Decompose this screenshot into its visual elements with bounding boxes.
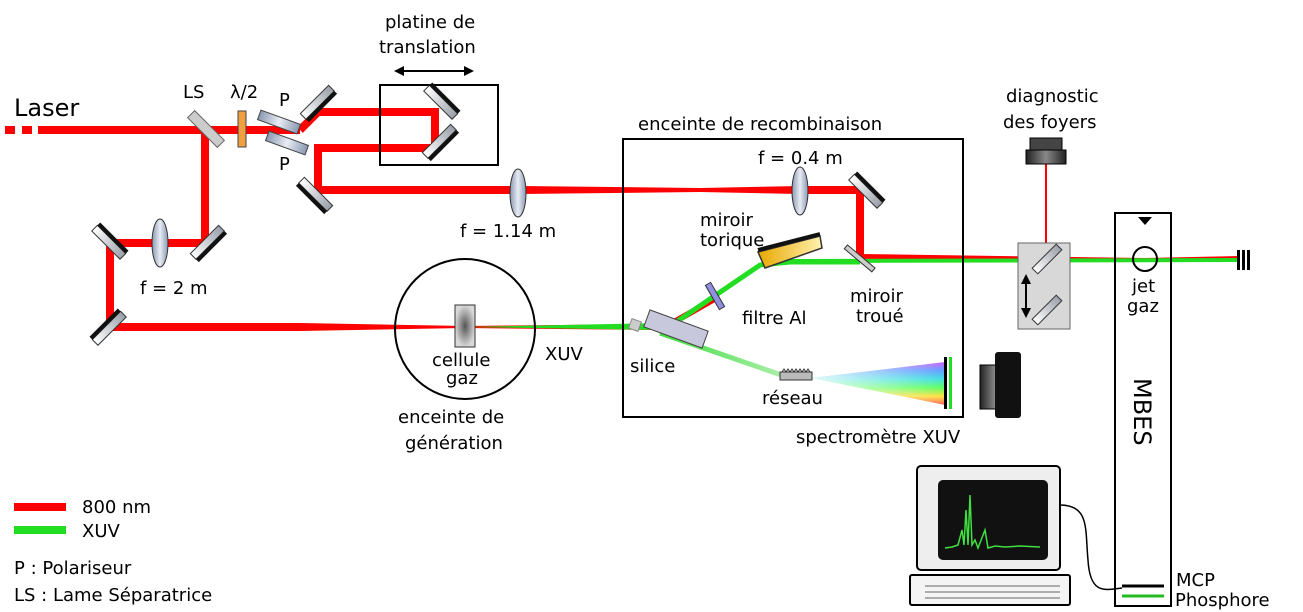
legend-polariser-def: P : Polariseur bbox=[14, 558, 132, 579]
polariser-top bbox=[256, 109, 302, 135]
lens-f-04m bbox=[791, 166, 809, 216]
label-laser: Laser bbox=[14, 94, 79, 122]
label-silica: silice bbox=[630, 356, 675, 377]
label-toroidal-1: miroir bbox=[700, 210, 754, 231]
label-f-2m: f = 2 m bbox=[140, 278, 208, 299]
label-generation-chamber-2: génération bbox=[405, 433, 503, 454]
xuv-detector-screen bbox=[944, 357, 947, 409]
label-mbes: MBES bbox=[1128, 378, 1156, 446]
label-diagnostic-1: diagnostic bbox=[1006, 86, 1099, 107]
legend-green-label: XUV bbox=[82, 521, 121, 542]
diagnostic-camera-lens bbox=[1029, 137, 1063, 151]
laser-dash bbox=[5, 126, 15, 134]
label-holed-mirror-1: miroir bbox=[850, 286, 904, 307]
beam-splitter-ls bbox=[186, 109, 226, 149]
mirror bbox=[299, 84, 338, 123]
label-generation-chamber-1: enceinte de bbox=[398, 407, 504, 428]
label-diagnostic-2: des foyers bbox=[1003, 112, 1096, 133]
label-xuv-beam: XUV bbox=[545, 344, 584, 365]
flip-mirror-1 bbox=[1031, 243, 1063, 275]
spectrum-fan-fade bbox=[812, 362, 945, 405]
beam-xuv-out bbox=[465, 323, 660, 330]
label-gas-jet-1: jet bbox=[1131, 276, 1155, 297]
gas-cell bbox=[454, 304, 476, 348]
mirror bbox=[89, 308, 127, 346]
mbes-jet-nozzle bbox=[1138, 217, 1152, 225]
mirror bbox=[421, 123, 460, 162]
screen-spectrum-trace bbox=[944, 494, 1041, 551]
generation-chamber bbox=[394, 258, 536, 400]
label-polariser-top: P bbox=[279, 90, 290, 111]
silica-small-plate bbox=[627, 317, 643, 333]
mirror bbox=[423, 82, 461, 120]
label-grating: réseau bbox=[762, 388, 823, 409]
silica-plate bbox=[643, 309, 709, 349]
flip-arrow bbox=[1021, 274, 1031, 318]
grating bbox=[779, 371, 813, 381]
lens-f-114m bbox=[509, 168, 527, 218]
lens-f-2m bbox=[151, 218, 169, 268]
label-half-wave: λ/2 bbox=[230, 82, 258, 103]
flip-mirror-2 bbox=[1031, 294, 1063, 326]
label-gas-cell-1: cellule bbox=[432, 350, 490, 371]
beam-delay-line bbox=[297, 108, 520, 194]
diagnostic-camera-body bbox=[1025, 149, 1067, 165]
label-holed-mirror-2: troué bbox=[856, 306, 904, 327]
gas-jet bbox=[1132, 246, 1158, 272]
polariser-bottom bbox=[264, 130, 310, 156]
legend-beamsplitter-def: LS : Lame Séparatrice bbox=[14, 585, 212, 606]
mirror bbox=[295, 176, 334, 215]
label-f-04m: f = 0.4 m bbox=[758, 148, 843, 169]
beam-focus-114 bbox=[520, 186, 800, 194]
computer-cable bbox=[1059, 504, 1123, 591]
mirror bbox=[189, 224, 228, 263]
translation-stage-box bbox=[379, 84, 499, 166]
beam-dump bbox=[1237, 250, 1250, 270]
mirror bbox=[91, 222, 129, 260]
label-aluminium-filter: filtre Al bbox=[742, 308, 807, 329]
grating-teeth bbox=[781, 368, 811, 373]
xuv-camera-body bbox=[995, 352, 1021, 418]
label-recombination-chamber: enceinte de recombinaison bbox=[638, 114, 882, 135]
label-platine-1: platine de bbox=[385, 12, 475, 33]
label-polariser-bottom: P bbox=[279, 154, 290, 175]
recombination-chamber-box bbox=[622, 138, 964, 418]
label-ls: LS bbox=[183, 82, 204, 103]
mirror bbox=[848, 171, 886, 209]
label-platine-2: translation bbox=[379, 37, 476, 58]
mbes-box bbox=[1114, 212, 1172, 607]
translation-arrow bbox=[394, 66, 474, 76]
legend-red-label: 800 nm bbox=[82, 497, 151, 518]
aluminium-filter bbox=[704, 281, 726, 311]
half-wave-plate bbox=[237, 110, 247, 148]
computer bbox=[909, 465, 1123, 606]
label-gas-jet-2: gaz bbox=[1127, 296, 1159, 317]
label-f-114m: f = 1.14 m bbox=[460, 221, 556, 242]
label-gas-cell-2: gaz bbox=[446, 368, 478, 389]
holed-mirror bbox=[843, 244, 876, 273]
label-mcp: MCP bbox=[1176, 570, 1215, 591]
label-xuv-spectrometer: spectromètre XUV bbox=[796, 427, 961, 448]
laser-dash bbox=[22, 126, 32, 134]
toroidal-mirror-back bbox=[757, 232, 821, 252]
label-toroidal-2: torique bbox=[700, 230, 764, 251]
label-phosphore: Phosphore bbox=[1175, 590, 1270, 611]
xuv-detector-green bbox=[949, 357, 952, 409]
